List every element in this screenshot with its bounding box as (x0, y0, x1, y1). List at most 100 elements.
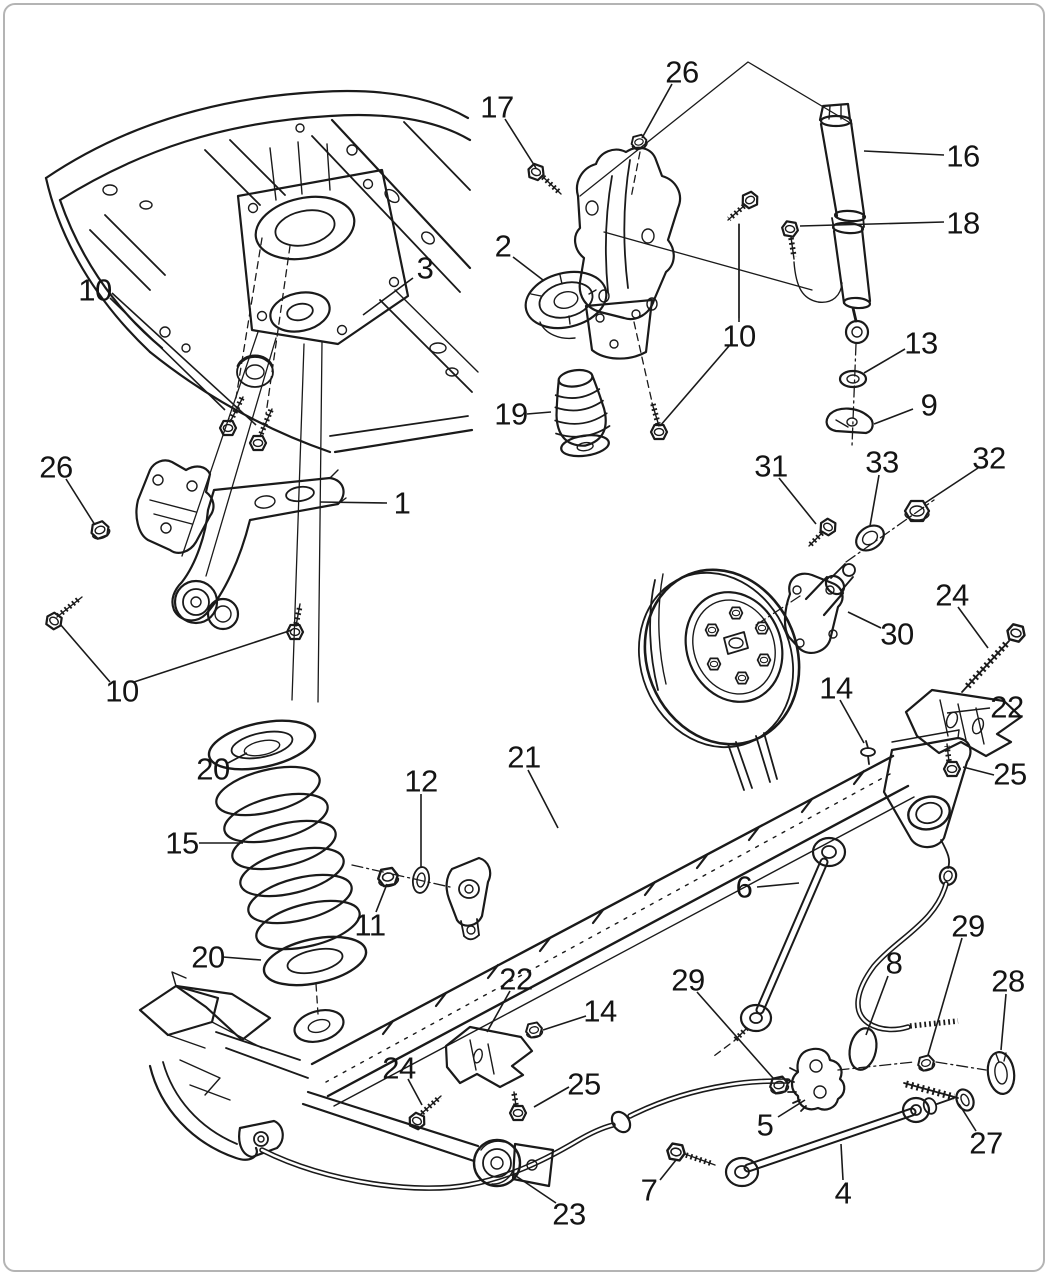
callout-31: 31 (754, 448, 788, 484)
callout-5: 5 (756, 1107, 774, 1143)
leader-line-1 (319, 501, 388, 504)
callout-25-b: 25 (567, 1066, 601, 1102)
callout-26-b: 26 (39, 449, 73, 485)
callout-28: 28 (991, 963, 1025, 999)
callout-10-b: 10 (722, 318, 756, 354)
lower-mount-bracket-22-drawing (405, 1020, 545, 1132)
callout-4: 4 (834, 1175, 852, 1211)
callout-33: 33 (865, 444, 899, 480)
leader-line-10-c (59, 623, 111, 683)
callout-27: 27 (969, 1125, 1003, 1161)
callout-8: 8 (885, 945, 903, 981)
shock-bracket-drawing (524, 61, 853, 441)
leader-line-32 (924, 467, 979, 504)
leader-line-33 (869, 474, 880, 527)
callout-29-b: 29 (951, 908, 985, 944)
callout-13: 13 (904, 325, 938, 361)
leader-line-23 (512, 1173, 557, 1204)
leader-line-6 (756, 882, 800, 888)
leader-line-17 (504, 118, 537, 169)
callout-3: 3 (416, 250, 434, 286)
callout-29-a: 29 (671, 962, 705, 998)
lower-arm-drawing (301, 1090, 555, 1188)
leader-line-20-a (227, 752, 248, 764)
leader-line-25-b (533, 1086, 570, 1108)
lateral-link-4-drawing (664, 1096, 955, 1188)
callout-17: 17 (480, 89, 514, 125)
leader-line-26-b (65, 478, 96, 526)
callout-14-b: 14 (583, 993, 617, 1029)
callout-30: 30 (880, 616, 914, 652)
brake-drum-drawing (637, 568, 801, 791)
leader-line-2 (512, 256, 544, 281)
callout-10-c: 10 (105, 673, 139, 709)
leader-line-10-a (109, 297, 226, 411)
callout-20-a: 20 (196, 751, 230, 787)
leader-line-13 (863, 348, 906, 374)
leader-line-4 (840, 1143, 844, 1181)
callout-15: 15 (165, 825, 199, 861)
callout-24-a: 24 (935, 577, 969, 613)
callout-7: 7 (640, 1172, 658, 1208)
leader-line-3 (362, 277, 414, 316)
callout-26-a: 26 (665, 54, 699, 90)
callout-16: 16 (946, 138, 980, 174)
callout-21: 21 (507, 739, 541, 775)
parking-brake-cable-drawing (259, 881, 1016, 1191)
pivot-bracket-drawing (351, 856, 492, 941)
callout-18: 18 (946, 205, 980, 241)
leader-line-19 (526, 411, 552, 415)
callout-32: 32 (972, 440, 1006, 476)
leader-line-7 (659, 1159, 677, 1181)
leader-line-14-b (542, 1015, 587, 1031)
leader-line-31 (778, 477, 817, 525)
leader-line-29-b (927, 937, 963, 1056)
leader-line-5 (777, 1099, 806, 1118)
callout-22-b: 22 (499, 961, 533, 997)
jounce-bumper-drawing (554, 368, 611, 458)
leader-line-27 (958, 1103, 977, 1132)
upper-mount-drawing (181, 141, 410, 703)
callout-10-a: 10 (78, 272, 112, 308)
leader-line-8 (865, 975, 889, 1036)
leader-line-16 (863, 150, 945, 156)
lateral-link-6-drawing (713, 836, 847, 1057)
leader-line-24-b (407, 1078, 423, 1106)
leader-line-10-a (111, 292, 257, 426)
spring-seat-drawing (524, 270, 608, 340)
callout-20-b: 20 (191, 939, 225, 975)
leader-line-22-b (486, 990, 511, 1033)
callout-1: 1 (393, 485, 411, 521)
axle-beam-drawing (138, 729, 972, 1161)
callout-19: 19 (494, 396, 528, 432)
callout-9: 9 (920, 387, 938, 423)
leader-line-28 (1000, 993, 1007, 1051)
callout-6: 6 (735, 869, 753, 905)
callout-14-a: 14 (819, 670, 853, 706)
callout-11: 11 (354, 907, 386, 943)
leader-line-10-b (659, 345, 730, 427)
leader-line-29-a (696, 991, 774, 1079)
leader-line-20-b (222, 956, 262, 961)
leader-line-26-a (641, 83, 673, 139)
leader-line-11 (375, 883, 388, 913)
leader-line-30 (847, 611, 882, 629)
leader-line-14-a (839, 699, 865, 744)
callout-23: 23 (552, 1196, 586, 1232)
leader-line-25-a (962, 766, 995, 776)
leader-line-10-c (133, 629, 293, 683)
shock-absorber-drawing (818, 102, 874, 447)
callout-2: 2 (494, 228, 512, 264)
coil-spring-drawing (207, 719, 368, 987)
callout-24-b: 24 (382, 1050, 416, 1086)
callout-12: 12 (404, 763, 438, 799)
leader-line-21 (527, 769, 559, 829)
callout-25-a: 25 (993, 756, 1027, 792)
upper-mount-bracket-22-drawing (860, 622, 1028, 778)
leader-line-22-a (946, 707, 991, 714)
leader-line-24-a (957, 606, 989, 649)
leader-line-18 (799, 221, 945, 227)
